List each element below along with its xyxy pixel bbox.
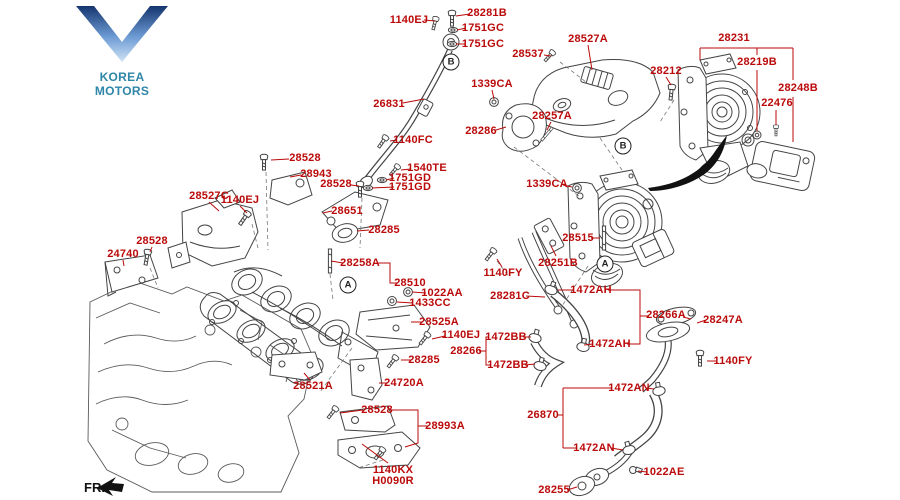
direction-swoosh-arrow (648, 135, 727, 191)
logo-title: KOREA MOTORS (94, 70, 150, 98)
leader-lines (122, 13, 794, 491)
exhaust-manifold-drawing (231, 267, 379, 377)
fasteners-drawing (141, 9, 780, 462)
manifold-gasket-drawing (199, 292, 324, 385)
front-direction-arrow (97, 477, 124, 496)
front-direction-label: FR. (84, 480, 105, 495)
brackets-left-drawing (104, 171, 421, 469)
assembly-dash-lines (149, 61, 675, 469)
hoses-drawing (527, 279, 697, 497)
korea-motors-logo-mark (76, 5, 168, 62)
turbocharger-center-drawing (567, 169, 675, 288)
actuator-right-drawing (746, 141, 816, 192)
turbo-heat-shield-drawing (531, 59, 661, 138)
korea-motors-logo: KOREA MOTORS (72, 4, 172, 98)
water-pipe-drawing (359, 33, 460, 189)
turbo-gasket-drawing (501, 103, 547, 152)
manifold-shield-drawing (355, 304, 431, 351)
engine-block-drawing (87, 280, 314, 493)
